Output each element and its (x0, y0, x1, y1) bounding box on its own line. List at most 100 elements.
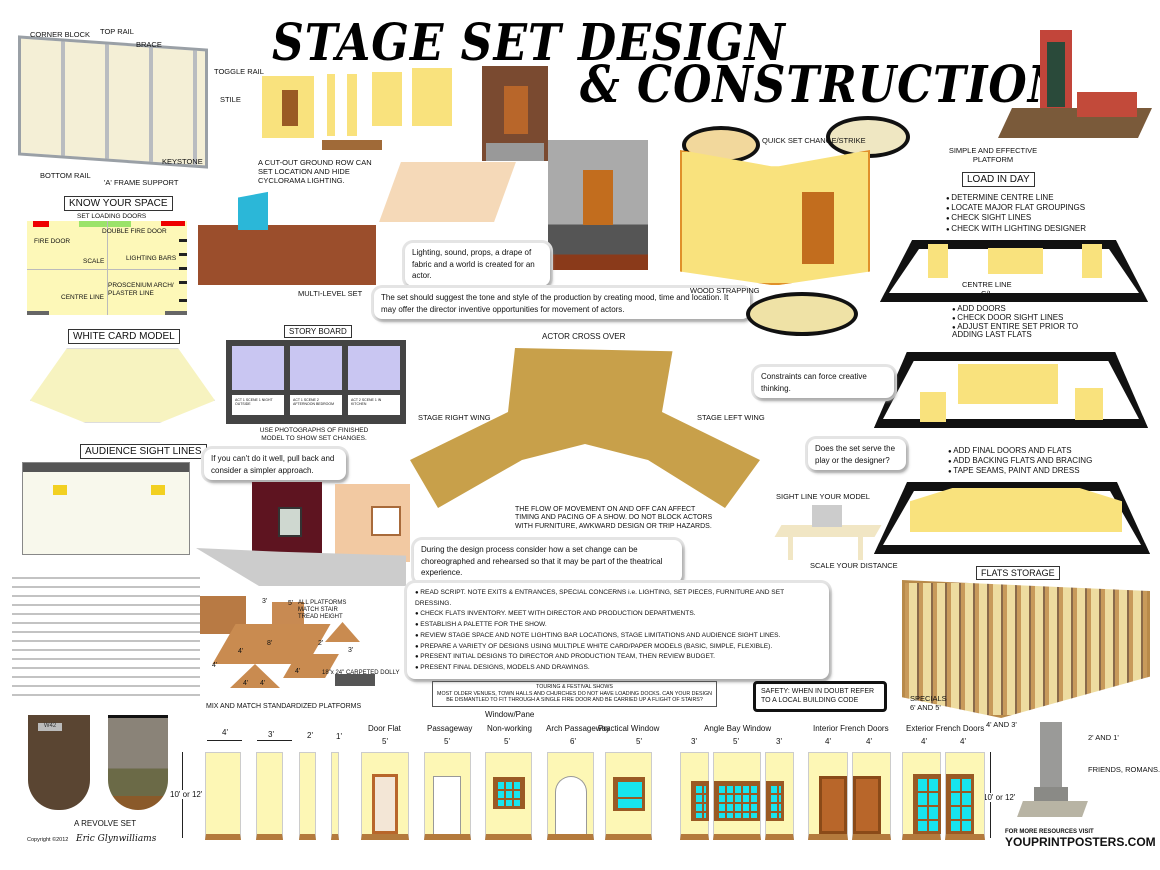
load-in-steps-2: ADD DOORS CHECK DOOR SIGHT LINES ADJUST … (952, 304, 1082, 341)
arch-width: 6' (570, 737, 576, 746)
label-centre-line: CENTRE LINE (61, 294, 104, 301)
flow-text: THE FLOW OF MOVEMENT ON AND OFF CAN AFFE… (515, 506, 713, 530)
storyboard-frame-caption: ACT 1 SCENE 2 AFTERNOON BEDROOM (290, 395, 342, 415)
note-lighting: Lighting, sound, props, a drape of fabri… (405, 243, 550, 286)
dim-1ft: 1' (336, 732, 342, 741)
passageway-flat (424, 752, 471, 840)
load-in-steps-3: ADD FINAL DOORS AND FLATS ADD BACKING FL… (948, 446, 1092, 477)
process-step: PRESENT FINAL DESIGNS, MODELS AND DRAWIN… (415, 663, 821, 674)
red-room-set-image (252, 482, 322, 562)
platform-dim: 3' (348, 647, 354, 654)
sight-lines-stage-image (22, 462, 190, 555)
title-line-1: STAGE SET DESIGN (272, 14, 786, 73)
interior-french-name: Interior French Doors (813, 724, 889, 733)
flat-piece (1075, 388, 1103, 420)
door-flat-name: Door Flat (368, 724, 401, 733)
storyboard-frame-caption: ACT 1 SCENE 1 NIGHT OUTSIDE (232, 395, 284, 415)
process-step: ESTABLISH A PALETTE FOR THE SHOW. (415, 620, 821, 631)
white-card-heading: WHITE CARD MODEL (68, 329, 180, 344)
multi-level-caption: MULTI-LEVEL SET (298, 289, 363, 298)
label-loading-doors: SET LOADING DOORS (77, 213, 147, 220)
detail-circle-3 (746, 292, 858, 336)
flats-storage-heading: FLATS STORAGE (976, 566, 1060, 580)
safety-box: SAFETY: WHEN IN DOUBT REFER TO A LOCAL B… (753, 681, 887, 712)
platforms-image (200, 592, 382, 692)
bay-window-name: Angle Bay Window (704, 724, 772, 733)
platform-dim: 4' (260, 680, 266, 687)
interior-french-flat-left (808, 752, 848, 840)
platform-dim: 4' (238, 648, 244, 655)
dolly-label: 18"x 24" CARPETED DOLLY (322, 670, 400, 676)
title-line-2: & CONSTRUCTION (580, 56, 1069, 115)
revolve-caption: A REVOLVE SET (74, 819, 137, 828)
resources-visit: FOR MORE RESOURCES VISIT (1005, 829, 1094, 835)
bay-width: 3' (776, 737, 782, 746)
exterior-french-name: Exterior French Doors (906, 724, 985, 733)
load-in-step: CHECK DOOR SIGHT LINES (952, 313, 1082, 323)
process-step: REVIEW STAGE SPACE AND NOTE LIGHTING BAR… (415, 631, 821, 642)
storyboard-panel: ACT 1 SCENE 1 NIGHT OUTSIDE ACT 1 SCENE … (226, 340, 406, 424)
stage-plan-diagram (27, 221, 187, 315)
process-step: PREPARE A VARIETY OF DESIGNS USING MULTI… (415, 642, 821, 653)
dim-arrows (207, 740, 242, 741)
white-card-model-image (30, 348, 215, 423)
load-in-step: ADJUST ENTIRE SET PRIOR TO ADDING LAST F… (952, 322, 1082, 341)
interior-width: 4' (825, 737, 831, 746)
cl-text: C/L (980, 289, 993, 298)
floor-plan-image (379, 162, 516, 222)
sight-model-label: SIGHT LINE YOUR MODEL (776, 492, 870, 501)
load-in-day-heading: LOAD IN DAY (962, 172, 1035, 187)
column-prop-image (1017, 722, 1088, 822)
bay-flat-left (680, 752, 709, 840)
load-in-step: ADD FINAL DOORS AND FLATS (948, 446, 1092, 456)
note-choreograph: During the design process consider how a… (414, 540, 682, 583)
window-name-1: Window/Pane (485, 710, 535, 719)
resources-site[interactable]: YOUPRINTPOSTERS.COM (1005, 835, 1156, 849)
window-width: 5' (504, 737, 510, 746)
bay-width: 3' (691, 737, 697, 746)
flat-4ft (205, 752, 241, 840)
note-simpler: If you can't do it well, pull back and c… (204, 449, 346, 481)
process-step: PRESENT INITIAL DESIGNS TO DIRECTOR AND … (415, 652, 821, 663)
flat-frame-illustration (18, 35, 208, 169)
load-in-steps: DETERMINE CENTRE LINE LOCATE MAJOR FLAT … (946, 193, 1086, 234)
label-scale: SCALE (83, 258, 105, 265)
touring-title: TOURING & FESTIVAL SHOWS (536, 684, 613, 690)
load-in-step: DETERMINE CENTRE LINE (946, 193, 1086, 203)
hinged-flats-image (680, 150, 870, 285)
label-stile: STILE (220, 95, 241, 104)
label-a-frame: 'A' FRAME SUPPORT (104, 178, 179, 187)
revolve-set-brick-image: W42 (28, 715, 90, 810)
wood-strapping-label: WOOD STRAPPING (690, 286, 760, 295)
design-process-box: READ SCRIPT. NOTE EXITS & ENTRANCES, SPE… (407, 583, 829, 679)
ground-row-text: A CUT-OUT GROUND ROW CAN SET LOCATION AN… (258, 158, 372, 185)
load-in-step: ADD DOORS (952, 304, 1082, 314)
passageway-name: Passageway (427, 724, 473, 733)
note-constraints: Constraints can force creative thinking. (754, 367, 894, 399)
platform-dim: 3' (262, 598, 268, 605)
label-proscenium: PROSCENIUM ARCH/ PLASTER LINE (108, 282, 174, 297)
porch-platform-image (998, 30, 1152, 142)
exterior-width: 4' (921, 737, 927, 746)
interior-french-flat-right (852, 752, 891, 840)
arch-name: Arch Passageway (546, 724, 611, 733)
platform-dim: 4' (243, 680, 249, 687)
height-label-left: 10' or 12' (170, 790, 203, 799)
platform-dim: 4' (295, 668, 301, 675)
copyright: Copyright ©2012 (27, 837, 69, 843)
flat-piece (958, 364, 1058, 404)
revolve-set-interior-image (108, 715, 168, 810)
crossover-set-image (410, 348, 760, 508)
throne-set-image (548, 140, 648, 270)
dim-4ft: 4' (222, 728, 228, 737)
stage-right-label: STAGE RIGHT WING (418, 413, 491, 422)
platform-dim: 8' (267, 640, 273, 647)
load-in-step: LOCATE MAJOR FLAT GROUPINGS (946, 203, 1086, 213)
quick-change-label: QUICK SET CHANGE/STRIKE (762, 136, 866, 145)
flat-piece (1082, 244, 1102, 278)
specials-label: SPECIALS 6' AND 5' (910, 694, 947, 712)
exterior-width: 4' (960, 737, 966, 746)
platform-dim: 4' (212, 662, 218, 669)
friends-romans-label: FRIENDS, ROMANS... (1088, 765, 1160, 774)
